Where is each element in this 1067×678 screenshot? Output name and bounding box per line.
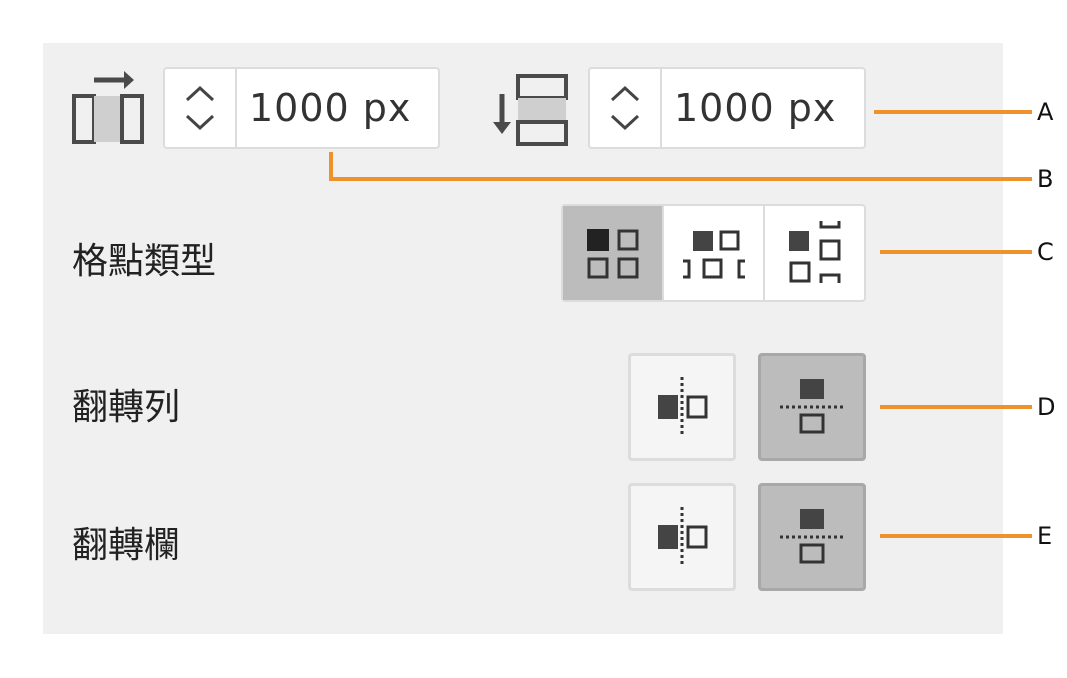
flip-rows-vertical-button[interactable]	[758, 353, 866, 461]
height-field[interactable]: 1000 px	[588, 67, 866, 149]
flip-vertical-icon	[780, 379, 844, 434]
up-down-chevron-icon[interactable]	[183, 80, 217, 136]
column-width-icon	[70, 70, 150, 148]
callout-d-line	[880, 405, 1032, 409]
height-input[interactable]: 1000 px	[674, 86, 837, 130]
horizontal-offset-grid-icon	[682, 230, 745, 279]
width-stepper[interactable]	[165, 69, 237, 147]
flip-columns-horizontal-button[interactable]	[628, 483, 736, 591]
callout-d: D	[1037, 393, 1056, 421]
rectangular-grid-icon	[586, 229, 638, 279]
row-height-icon	[488, 72, 572, 150]
callout-b-line-vertical	[329, 152, 333, 181]
callout-a: A	[1037, 98, 1054, 126]
callout-c-line	[880, 250, 1032, 254]
callout-a-line	[874, 110, 1032, 114]
grid-type-label: 格點類型	[72, 241, 217, 282]
flip-columns-vertical-button[interactable]	[758, 483, 866, 591]
width-input[interactable]: 1000 px	[249, 86, 412, 130]
callout-c: C	[1037, 238, 1054, 266]
flip-horizontal-icon	[658, 377, 708, 437]
grid-type-selector[interactable]	[561, 204, 866, 302]
grid-type-rectangular-option[interactable]	[563, 206, 664, 300]
flip-rows-label: 翻轉列	[72, 387, 181, 428]
vertical-offset-grid-icon	[788, 221, 840, 283]
callout-b-line	[329, 177, 1032, 181]
grid-type-horizontal-offset-option[interactable]	[664, 206, 765, 300]
grid-type-vertical-offset-option[interactable]	[765, 206, 864, 300]
height-stepper[interactable]	[590, 69, 662, 147]
up-down-chevron-icon[interactable]	[608, 80, 642, 136]
flip-vertical-icon	[780, 509, 844, 564]
flip-horizontal-icon	[658, 507, 708, 567]
width-field[interactable]: 1000 px	[163, 67, 440, 149]
callout-e-line	[880, 534, 1032, 538]
flip-rows-horizontal-button[interactable]	[628, 353, 736, 461]
flip-columns-label: 翻轉欄	[72, 525, 181, 566]
callout-b: B	[1037, 165, 1054, 193]
callout-e: E	[1037, 522, 1053, 550]
